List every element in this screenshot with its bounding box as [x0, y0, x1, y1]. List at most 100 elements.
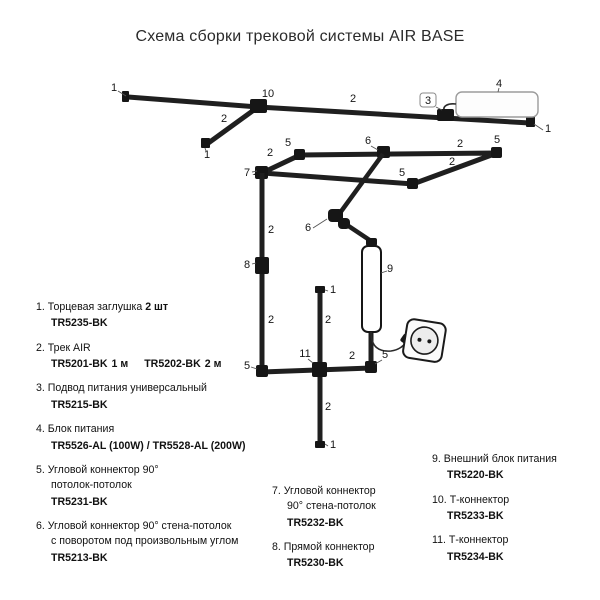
- item-text: Угловой коннектор 90°: [47, 463, 159, 476]
- ceiling-loop: [252, 146, 502, 189]
- item-text-line2: потолок-потолок: [51, 479, 132, 492]
- callout-9: 9: [387, 263, 393, 275]
- external-power-supply-9: [361, 245, 382, 333]
- item-code: TR5234-BK: [447, 550, 504, 563]
- callout-6-joint: 6: [305, 222, 311, 234]
- item-qty: 2 шт: [145, 301, 169, 313]
- legend-column-3: 9. Внешний блок питания TR5220-BK 10. Т-…: [432, 452, 590, 574]
- callout-2-top-track: 2: [350, 93, 356, 105]
- end-cap: [201, 138, 210, 148]
- t-connector-11: [312, 362, 327, 377]
- outlet-socket: [410, 326, 439, 355]
- callout-8: 8: [244, 259, 250, 271]
- item-text: Угловой коннектор: [283, 485, 376, 497]
- item-code: TR5220-BK: [447, 469, 504, 482]
- legend-item-5: 5. Угловой коннектор 90° потолок-потолок…: [36, 463, 274, 510]
- callout-2-branch: 2: [221, 113, 227, 125]
- item-number: 1.: [36, 301, 45, 313]
- legend-item-4: 4. Блок питания TR5526-AL (100W) / TR552…: [36, 422, 274, 454]
- callout-2-loop-bottom: 2: [449, 156, 455, 168]
- item-number: 4.: [36, 423, 45, 436]
- callout-1-center-bottom: 1: [330, 439, 336, 451]
- end-cap: [315, 441, 325, 448]
- swivel-joint-6: [328, 209, 343, 222]
- item-text-line2: 90° стена-потолок: [287, 500, 376, 513]
- callout-1-branch-end: 1: [204, 149, 210, 161]
- item-number: 6.: [36, 519, 45, 532]
- legend-item-6: 6. Угловой коннектор 90° стена-потолок с…: [36, 519, 274, 566]
- item-text: Т-коннектор: [448, 534, 509, 547]
- item-length-2: 2 м: [204, 358, 222, 371]
- legend-item-8: 8. Прямой коннектор TR5230-BK: [272, 540, 420, 572]
- legend-item-11: 11. Т-коннектор TR5234-BK: [432, 533, 590, 565]
- callout-10: 10: [262, 88, 274, 100]
- item-code: TR5230-BK: [287, 557, 344, 570]
- item-code: TR5235-BK: [51, 317, 108, 330]
- item-text: Угловой коннектор 90° стена-потолок: [47, 519, 232, 532]
- callout-box-3: [419, 92, 437, 108]
- legend-item-1: 1. Торцевая заглушка 2 шт TR5235-BK: [36, 300, 274, 332]
- articulated-arm: [328, 152, 385, 243]
- legend-column-2: 7. Угловой коннектор 90° стена-потолок T…: [272, 484, 420, 581]
- callout-1-top-left: 1: [111, 82, 117, 94]
- item-code: TR5215-BK: [51, 398, 108, 411]
- item-number: 3.: [36, 382, 45, 395]
- corner-connector-5: [365, 361, 377, 373]
- swivel-joint-6: [338, 218, 350, 229]
- callout-5-loop-corner: 5: [399, 167, 405, 179]
- item-code-1: TR5201-BK: [51, 358, 108, 371]
- item-number: 8.: [272, 541, 281, 554]
- callout-2-loop-left: 2: [267, 147, 273, 159]
- psu-mount: [366, 238, 377, 246]
- item-code: TR5231-BK: [51, 495, 108, 508]
- corner-connector-5: [256, 365, 268, 377]
- callout-5-psu-corner: 5: [382, 349, 388, 361]
- callout-2-center-upper: 2: [325, 314, 331, 326]
- item-number: 11.: [432, 534, 446, 547]
- item-number: 5.: [36, 463, 45, 476]
- item-number: 2.: [36, 341, 45, 354]
- item-number: 10.: [432, 493, 447, 506]
- legend-item-3: 3. Подвод питания универсальный TR5215-B…: [36, 381, 274, 413]
- legend-item-7: 7. Угловой коннектор 90° стена-потолок T…: [272, 484, 420, 531]
- leader-lines: [117, 87, 544, 447]
- outlet-hole: [427, 339, 432, 344]
- callout-5-bottom-left: 5: [244, 360, 250, 372]
- legend-item-9: 9. Внешний блок питания TR5220-BK: [432, 452, 590, 484]
- corner-connector-5: [407, 178, 418, 189]
- corner-connector-5: [294, 149, 305, 160]
- top-track-assembly: [122, 91, 539, 148]
- item-text: Прямой коннектор: [283, 541, 375, 554]
- straight-connector-8: [255, 257, 269, 274]
- wall-outlet: [402, 318, 447, 363]
- track-segment: [205, 104, 260, 147]
- callouts: 1 10 2 1 2 3 4 1 2 5 6 2 5 2 5 7 6 2 8 2…: [111, 78, 551, 451]
- callout-4: 4: [496, 78, 502, 90]
- callout-2-wall-lower: 2: [268, 314, 274, 326]
- legend-column-1: 1. Торцевая заглушка 2 шт TR5235-BK 2. Т…: [36, 300, 274, 575]
- callout-2-center-lower: 2: [325, 401, 331, 413]
- item-text: Подвод питания универсальный: [47, 382, 207, 395]
- item-code-2: TR5202-BK: [144, 358, 201, 371]
- callout-5-loop-right: 5: [494, 134, 500, 146]
- item-code: TR5526-AL (100W) / TR5528-AL (200W): [51, 439, 246, 452]
- track-segment: [335, 152, 385, 219]
- callout-2-loop-right: 2: [457, 138, 463, 150]
- item-text: Т-коннектор: [449, 493, 510, 506]
- item-text: Блок питания: [47, 423, 115, 436]
- item-code: TR5233-BK: [447, 510, 504, 523]
- item-length-1: 1 м: [111, 358, 129, 371]
- external-psu-assembly: [361, 238, 447, 363]
- end-cap: [315, 286, 325, 293]
- wall-tracks: [255, 173, 377, 448]
- item-text: Внешний блок питания: [443, 453, 557, 465]
- outlet-hole: [417, 337, 422, 342]
- callout-11: 11: [299, 348, 310, 360]
- callout-7: 7: [244, 167, 250, 179]
- legend-item-10: 10. Т-коннектор TR5233-BK: [432, 493, 590, 525]
- page-title: Схема сборки трековой системы AIR BASE: [135, 28, 465, 45]
